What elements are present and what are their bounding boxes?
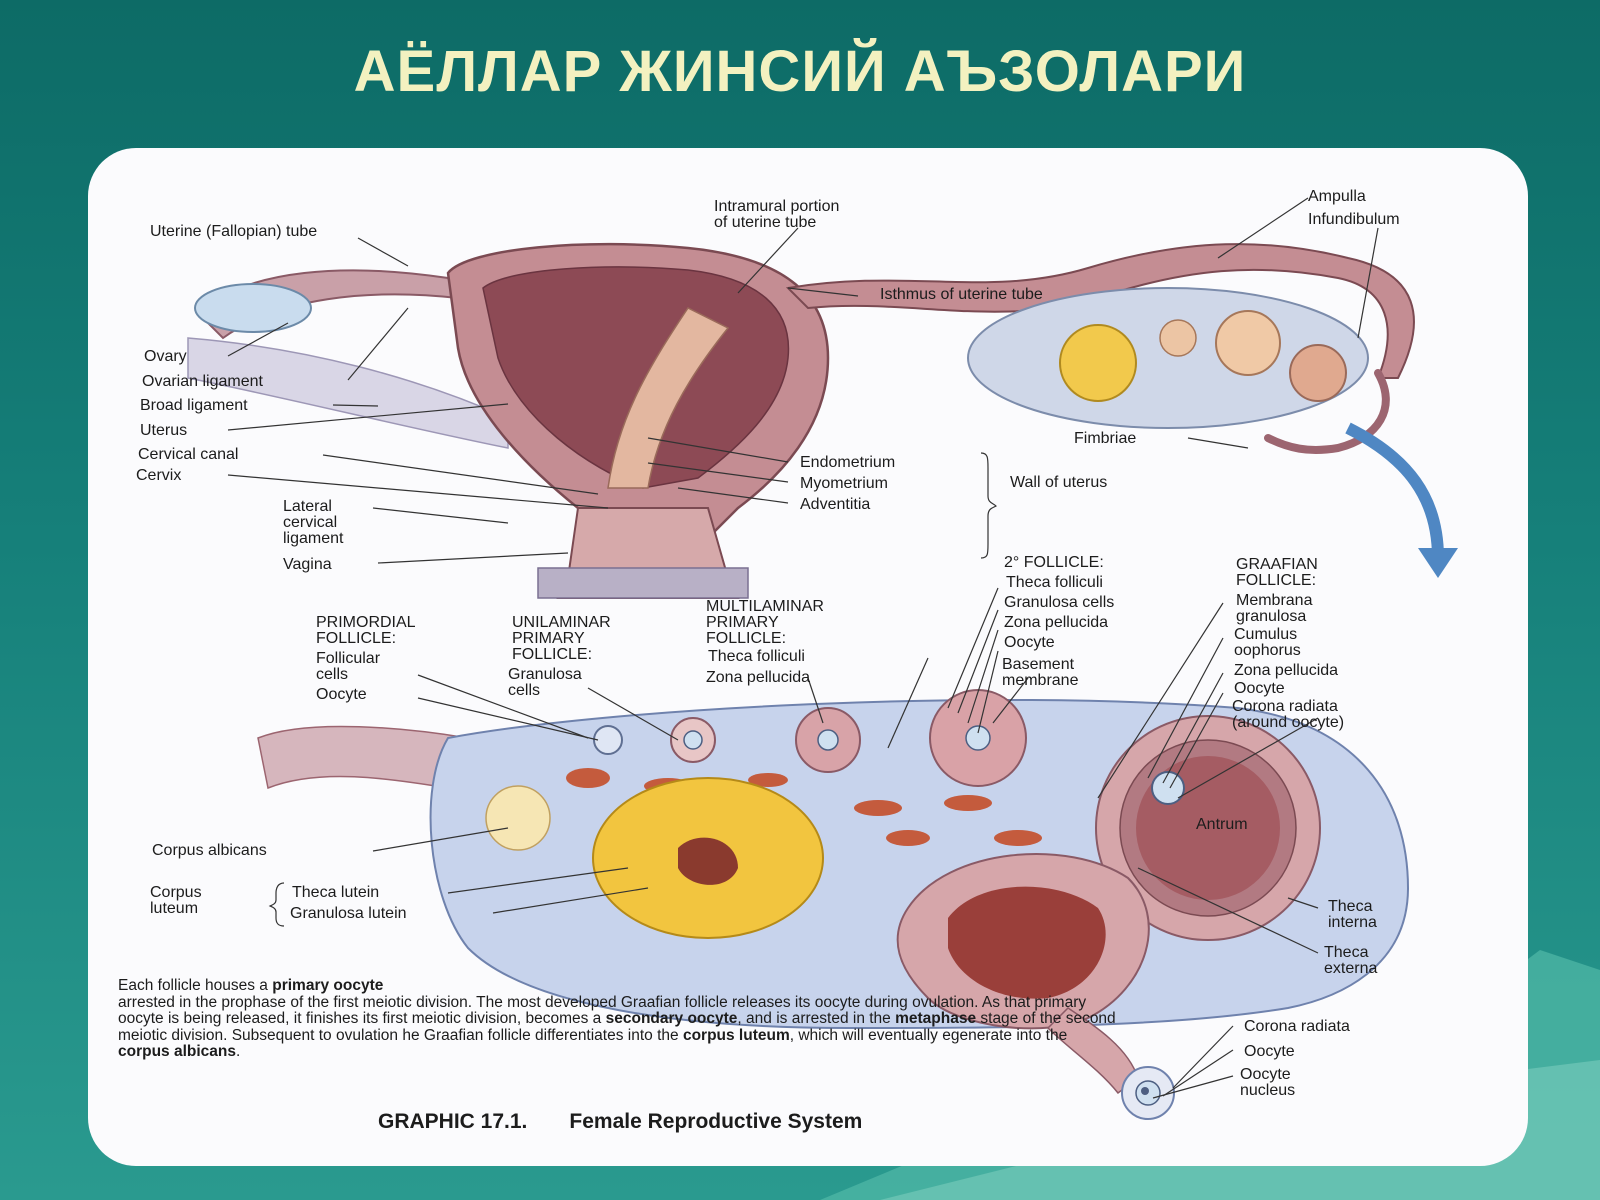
label-oocyte-nucleus-2: nucleus bbox=[1240, 1082, 1296, 1099]
label-theca-lutein: Theca lutein bbox=[292, 884, 380, 901]
label-wall-of-uterus: Wall of uterus bbox=[1010, 474, 1108, 491]
caption-part-2: arrested in the prophase of the first me… bbox=[118, 993, 1087, 1027]
label-theca-folliculi-2: Theca folliculi bbox=[1006, 574, 1103, 591]
label-ampulla: Ampulla bbox=[1308, 188, 1366, 205]
label-corona-radiata-1: Corona radiata bbox=[1232, 698, 1338, 715]
label-graafian-1: GRAAFIAN bbox=[1236, 556, 1318, 573]
label-lateral-2: cervical bbox=[283, 514, 338, 531]
caption-part-1: Each follicle houses a bbox=[118, 977, 273, 994]
label-endometrium: Endometrium bbox=[800, 454, 896, 471]
label-basement-2: membrane bbox=[1002, 672, 1079, 689]
label-oocyte-primordial: Oocyte bbox=[316, 686, 367, 703]
label-ovarian-ligament: Ovarian ligament bbox=[142, 373, 263, 390]
label-cumulus-2: oophorus bbox=[1234, 642, 1301, 659]
graphic-name: Female Reproductive System bbox=[569, 1110, 863, 1133]
label-theca-externa-1: Theca bbox=[1324, 944, 1369, 961]
label-multilaminar-2: PRIMARY bbox=[706, 614, 779, 631]
label-fimbriae: Fimbriae bbox=[1074, 430, 1137, 447]
label-lateral-3: ligament bbox=[283, 530, 344, 547]
label-cervical-canal: Cervical canal bbox=[138, 446, 239, 463]
label-zona-pellucida-g: Zona pellucida bbox=[1234, 662, 1339, 679]
caption-bold-4: corpus luteum bbox=[682, 1026, 790, 1044]
label-graafian-2: FOLLICLE: bbox=[1236, 572, 1317, 589]
caption-part-5: , which will eventually egenerate into t… bbox=[789, 1026, 1068, 1044]
label-unilaminar-2: PRIMARY bbox=[512, 630, 585, 647]
label-vagina: Vagina bbox=[283, 556, 332, 573]
label-follicular-cells-2: cells bbox=[316, 666, 349, 683]
caption-text: Each follicle houses a primary oocyte ar… bbox=[118, 977, 1118, 1061]
label-theca-folliculi-multi: Theca folliculi bbox=[708, 648, 805, 665]
label-corpus-1: Corpus bbox=[150, 884, 202, 901]
label-oocyte-nucleus-1: Oocyte bbox=[1240, 1066, 1291, 1083]
label-oocyte-ov: Oocyte bbox=[1244, 1043, 1295, 1060]
label-broad-ligament: Broad ligament bbox=[140, 397, 248, 414]
label-corpus-albicans: Corpus albicans bbox=[152, 842, 267, 859]
label-multilaminar-3: FOLLICLE: bbox=[706, 630, 787, 647]
label-cervix: Cervix bbox=[136, 467, 182, 484]
label-unilaminar-3: FOLLICLE: bbox=[512, 646, 593, 663]
label-secondary-header: 2° FOLLICLE: bbox=[1004, 554, 1104, 571]
caption-bold-5: corpus albicans bbox=[118, 1043, 237, 1060]
caption-part-6: . bbox=[236, 1043, 241, 1060]
slide-title: АЁЛЛАР ЖИНСИЙ АЪЗОЛАРИ bbox=[353, 39, 1247, 104]
label-adventitia: Adventitia bbox=[800, 496, 871, 513]
label-multilaminar-1: MULTILAMINAR bbox=[706, 598, 824, 615]
label-uterus: Uterus bbox=[140, 422, 188, 439]
label-oocyte-g: Oocyte bbox=[1234, 680, 1285, 697]
graphic-number: GRAPHIC 17.1. bbox=[378, 1110, 528, 1133]
leader-lines bbox=[227, 197, 1379, 1099]
label-corona-radiata-ov: Corona radiata bbox=[1244, 1018, 1350, 1035]
caption-part-3: , and is arrested in the bbox=[737, 1010, 896, 1027]
label-membrana-1: Membrana bbox=[1236, 592, 1313, 609]
label-corona-radiata-2: (around oocyte) bbox=[1232, 714, 1345, 731]
caption-bold-1: primary oocyte bbox=[272, 977, 384, 994]
label-unilaminar-1: UNILAMINAR bbox=[512, 614, 611, 631]
label-membrana-2: granulosa bbox=[1236, 608, 1307, 625]
bracket-wall-of-uterus bbox=[980, 452, 997, 559]
label-granulosa-cells-2: cells bbox=[508, 682, 541, 699]
label-antrum: Antrum bbox=[1196, 816, 1248, 833]
caption-bold-3: metaphase bbox=[895, 1010, 977, 1027]
label-infundibulum: Infundibulum bbox=[1308, 211, 1400, 228]
label-intramural-1: Intramural portion bbox=[714, 198, 840, 215]
label-granulosa-cells-1: Granulosa bbox=[508, 666, 582, 683]
label-myometrium: Myometrium bbox=[800, 475, 889, 492]
label-follicular-cells-1: Follicular bbox=[316, 650, 381, 667]
label-theca-externa-2: externa bbox=[1324, 960, 1378, 977]
label-oocyte-2: Oocyte bbox=[1004, 634, 1055, 651]
label-lateral-1: Lateral bbox=[283, 498, 332, 515]
label-granulosa-cells-2f: Granulosa cells bbox=[1004, 594, 1115, 611]
graphic-title: GRAPHIC 17.1. Female Reproductive System bbox=[378, 1110, 862, 1134]
label-primordial-1: PRIMORDIAL bbox=[316, 614, 416, 631]
label-basement-1: Basement bbox=[1002, 656, 1075, 673]
label-intramural-2: of uterine tube bbox=[714, 214, 817, 231]
diagram-panel: Uterine (Fallopian) tube Intramural port… bbox=[88, 148, 1528, 1166]
caption-bold-2: secondary oocyte bbox=[605, 1010, 738, 1027]
bracket-corpus-luteum bbox=[268, 882, 285, 927]
label-isthmus: Isthmus of uterine tube bbox=[880, 286, 1043, 303]
anatomy-illustration bbox=[187, 197, 1458, 1120]
caption-part-4: stage of the second meiotic division. Su… bbox=[118, 1010, 1116, 1044]
label-primordial-2: FOLLICLE: bbox=[316, 630, 397, 647]
label-theca-interna-1: Theca bbox=[1328, 898, 1373, 915]
label-zona-pellucida-multi: Zona pellucida bbox=[706, 669, 811, 686]
label-uterine-tube: Uterine (Fallopian) tube bbox=[150, 223, 318, 240]
label-granulosa-lutein: Granulosa lutein bbox=[290, 905, 407, 922]
label-ovary: Ovary bbox=[144, 348, 187, 365]
label-zona-pellucida-2: Zona pellucida bbox=[1004, 614, 1109, 631]
label-theca-interna-2: interna bbox=[1328, 914, 1377, 931]
label-corpus-2: luteum bbox=[150, 900, 199, 917]
uterus-drawing bbox=[187, 242, 1458, 599]
label-cumulus-1: Cumulus bbox=[1234, 626, 1298, 643]
